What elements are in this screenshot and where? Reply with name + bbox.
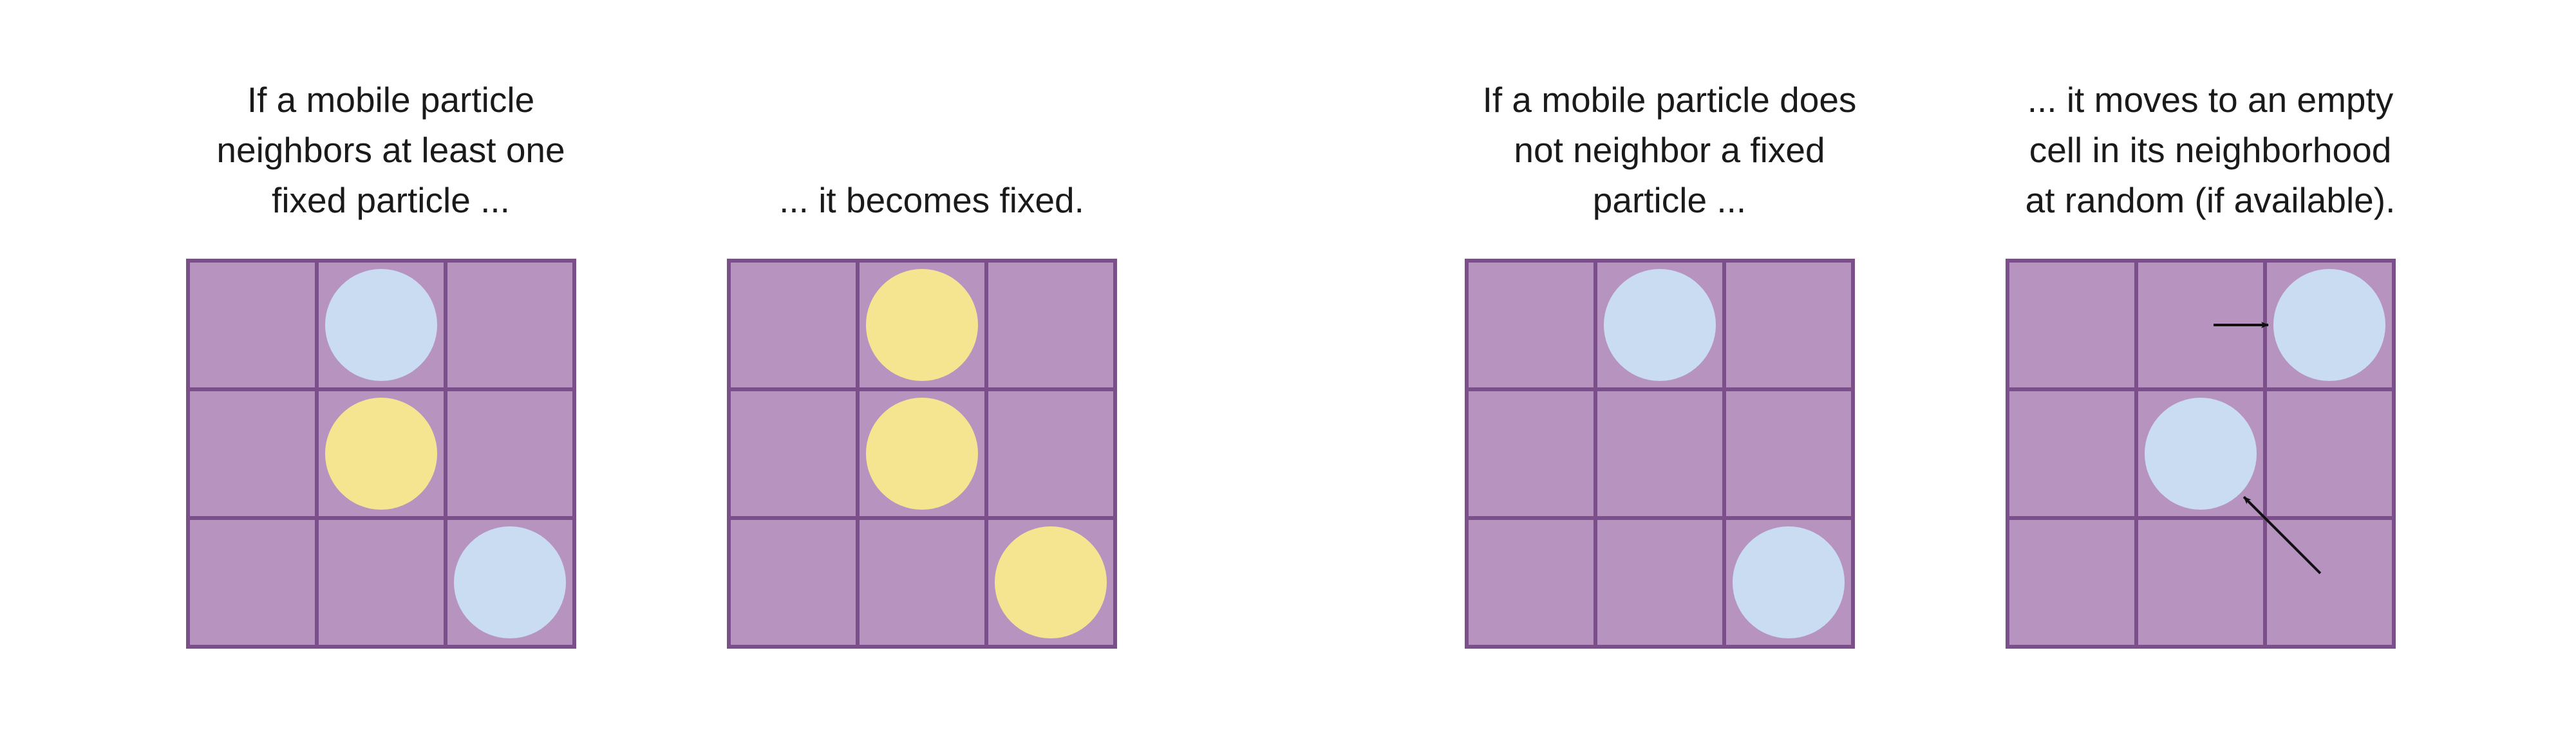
caption-line: ... it moves to an empty: [2027, 80, 2394, 120]
grid-cell: [186, 516, 319, 649]
particle-grid: [186, 259, 576, 649]
grid-cell: [727, 259, 860, 391]
mobile-particle: [325, 269, 437, 381]
grid-cell: [2134, 516, 2267, 649]
mobile-particle: [2273, 269, 2385, 381]
grid-cell: [444, 259, 576, 391]
caption-line: cell in its neighborhood: [2029, 130, 2392, 170]
panel-caption: If a mobile particle does not neighbor a…: [1438, 71, 1901, 225]
grid-cell: [856, 516, 988, 649]
grid-cell: [2006, 516, 2138, 649]
particle-grid: [1465, 259, 1855, 649]
grid-cell: [186, 387, 319, 520]
panel-mobile-neighbors-fixed: If a mobile particle neighbors at least …: [185, 0, 597, 751]
grid-cell: [1465, 387, 1597, 520]
mobile-particle: [1733, 526, 1845, 638]
caption-line: not neighbor a fixed: [1514, 130, 1825, 170]
caption-line: ... it becomes fixed.: [779, 180, 1084, 220]
grid-cell: [186, 259, 319, 391]
grid-cell: [2006, 259, 2138, 391]
panel-mobile-no-fixed-neighbor: If a mobile particle does not neighbor a…: [1463, 0, 1876, 751]
grid-cell: [2263, 387, 2396, 520]
mobile-particle: [454, 526, 566, 638]
grid-cell: [984, 259, 1117, 391]
grid-cell: [984, 387, 1117, 520]
fixed-particle: [325, 398, 437, 510]
fixed-particle: [995, 526, 1107, 638]
caption-line: particle ...: [1592, 180, 1747, 220]
mobile-particle: [2145, 398, 2257, 510]
grid-cell: [1722, 259, 1855, 391]
panel-becomes-fixed: ... it becomes fixed.: [726, 0, 1138, 751]
grid-cell: [727, 516, 860, 649]
caption-line: If a mobile particle does: [1482, 80, 1857, 120]
grid-cell: [1465, 259, 1597, 391]
fixed-particle: [866, 398, 978, 510]
panel-caption: ... it moves to an empty cell in its nei…: [1979, 71, 2442, 225]
grid-cell: [1594, 516, 1726, 649]
panel-caption: If a mobile particle neighbors at least …: [159, 71, 623, 225]
movement-arrow: [2242, 496, 2322, 575]
mobile-particle: [1604, 269, 1716, 381]
grid-cell: [1722, 387, 1855, 520]
caption-line: at random (if available).: [2025, 180, 2396, 220]
grid-cell: [444, 387, 576, 520]
fixed-particle: [866, 269, 978, 381]
grid-cell: [1465, 516, 1597, 649]
panel-caption: ... it becomes fixed.: [700, 71, 1163, 225]
panel-moves-to-empty-cell: ... it moves to an empty cell in its nei…: [2004, 0, 2416, 751]
caption-line: If a mobile particle: [247, 80, 535, 120]
grid-cell: [2006, 387, 2138, 520]
caption-line: neighbors at least one: [216, 130, 565, 170]
caption-line: fixed particle ...: [272, 180, 510, 220]
grid-cell: [727, 387, 860, 520]
grid-cell: [315, 516, 447, 649]
grid-cell: [1594, 387, 1726, 520]
particle-grid: [727, 259, 1117, 649]
particle-grid: [2006, 259, 2396, 649]
